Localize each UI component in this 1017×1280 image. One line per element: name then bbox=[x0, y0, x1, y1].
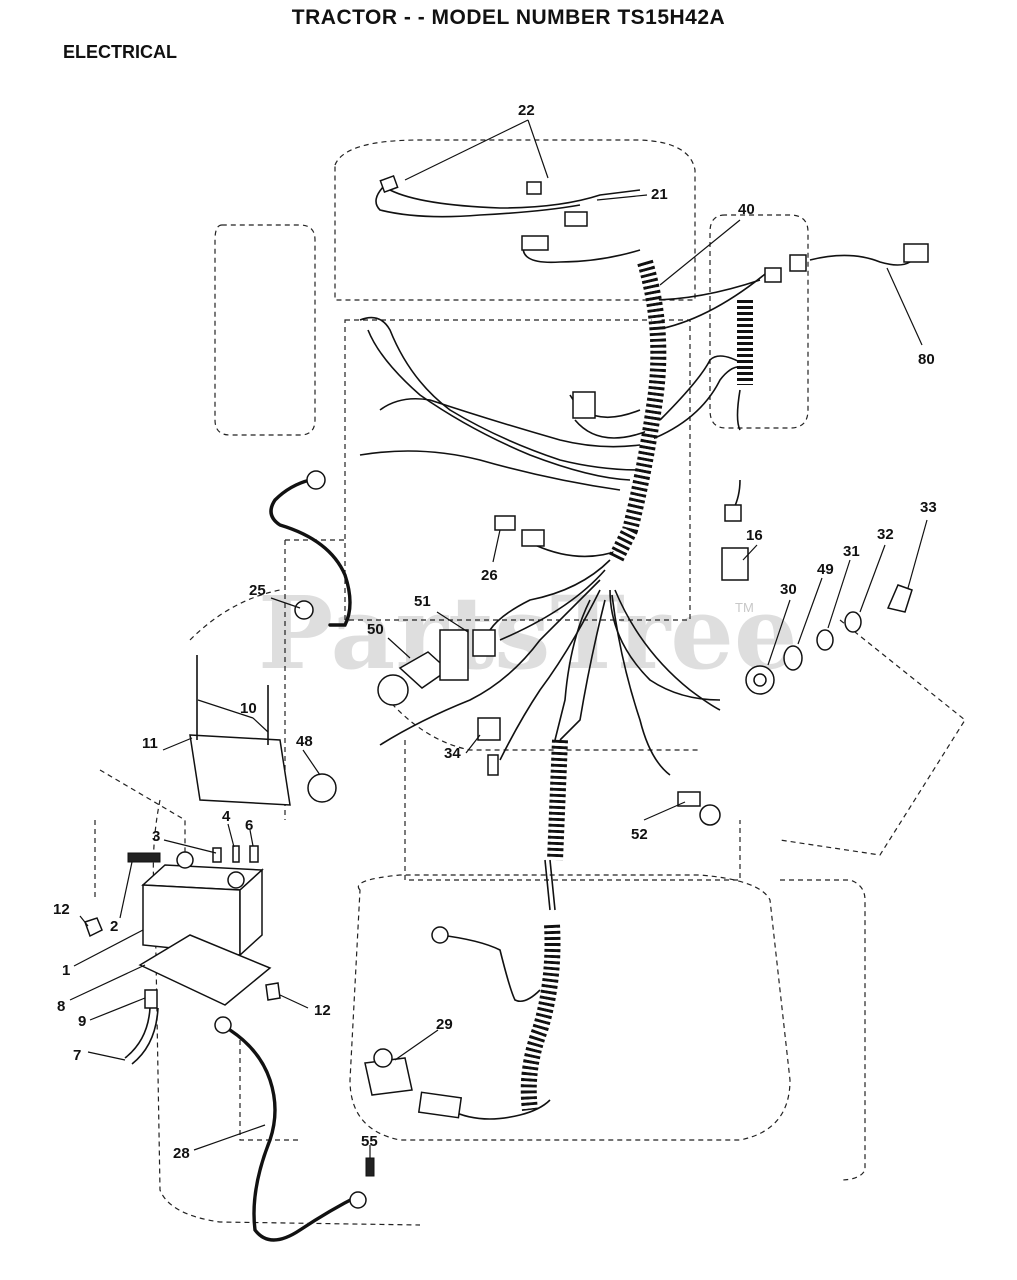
callout-22: 22 bbox=[518, 102, 535, 119]
callout-8: 8 bbox=[57, 998, 65, 1015]
callout-48: 48 bbox=[296, 733, 313, 750]
callout-25: 25 bbox=[249, 582, 266, 599]
watermark: PartsTree bbox=[258, 574, 798, 692]
callout-12-upper: 12 bbox=[53, 901, 70, 918]
loom-sleeves bbox=[520, 259, 753, 1111]
watermark-tm: TM bbox=[735, 600, 754, 615]
components bbox=[84, 175, 929, 1209]
callout-16: 16 bbox=[746, 527, 763, 544]
page-title: TRACTOR - - MODEL NUMBER TS15H42A bbox=[291, 6, 726, 29]
callout-26: 26 bbox=[481, 567, 498, 584]
callout-49: 49 bbox=[817, 561, 834, 578]
callout-28: 28 bbox=[173, 1145, 190, 1162]
callout-33: 33 bbox=[920, 499, 937, 516]
callout-9: 9 bbox=[78, 1013, 86, 1030]
callout-30: 30 bbox=[780, 581, 797, 598]
callout-29: 29 bbox=[436, 1016, 453, 1033]
callout-2: 2 bbox=[110, 918, 118, 935]
section-heading: ELECTRICAL bbox=[63, 42, 177, 62]
callout-4: 4 bbox=[222, 808, 231, 825]
callout-11: 11 bbox=[142, 735, 158, 752]
callout-1: 1 bbox=[62, 962, 70, 979]
callout-10: 10 bbox=[240, 700, 257, 717]
callout-31: 31 bbox=[843, 543, 860, 560]
leader-lines bbox=[69, 119, 928, 1158]
callout-labels: 22 21 40 80 16 33 32 31 49 30 26 51 50 2… bbox=[53, 102, 937, 1162]
callout-6: 6 bbox=[245, 817, 253, 834]
callout-21: 21 bbox=[651, 186, 668, 203]
callout-3: 3 bbox=[152, 828, 160, 845]
callout-50: 50 bbox=[367, 621, 384, 638]
callout-55: 55 bbox=[361, 1133, 378, 1150]
callout-80: 80 bbox=[918, 351, 935, 368]
callout-7: 7 bbox=[73, 1047, 81, 1064]
callout-12-lower: 12 bbox=[314, 1002, 331, 1019]
callout-32: 32 bbox=[877, 526, 894, 543]
callout-51: 51 bbox=[414, 593, 431, 610]
callout-52: 52 bbox=[631, 826, 648, 843]
callout-34: 34 bbox=[444, 745, 461, 762]
callout-40: 40 bbox=[738, 201, 755, 218]
battery-cables bbox=[228, 478, 362, 1242]
